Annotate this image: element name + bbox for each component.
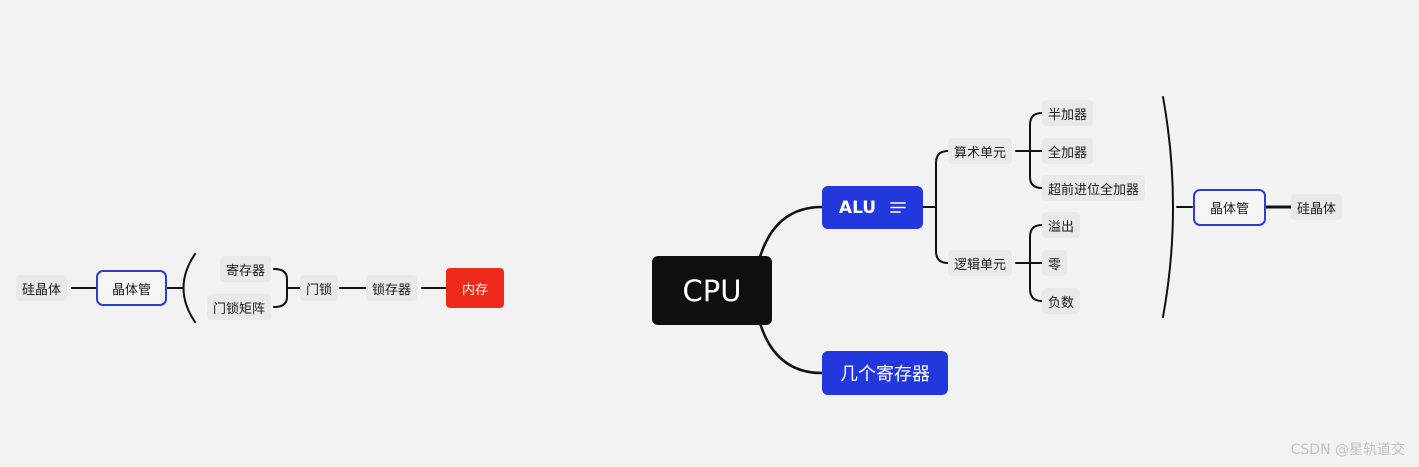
silicon-node-right[interactable]: 硅晶体 [1291, 194, 1343, 220]
alu-label: ALU [838, 197, 877, 218]
alu-node[interactable]: ALU [822, 186, 923, 229]
registers-node[interactable]: 几个寄存器 [822, 351, 948, 395]
memory-node[interactable]: 内存 [446, 268, 504, 308]
gate-latch-node[interactable]: 门锁 [300, 275, 339, 301]
negative-node[interactable]: 负数 [1042, 288, 1081, 314]
transistor-node-right[interactable]: 晶体管 [1193, 189, 1266, 226]
root-node-cpu[interactable]: CPU [652, 256, 772, 325]
silicon-node-left[interactable]: 硅晶体 [16, 275, 68, 301]
latch-register-node[interactable]: 锁存器 [366, 275, 418, 301]
carry-lookahead-adder-node[interactable]: 超前进位全加器 [1042, 175, 1146, 201]
full-adder-node[interactable]: 全加器 [1042, 138, 1094, 164]
overflow-node[interactable]: 溢出 [1042, 212, 1081, 238]
transistor-node-left[interactable]: 晶体管 [96, 270, 167, 306]
zero-node[interactable]: 零 [1042, 250, 1068, 276]
register-node[interactable]: 寄存器 [220, 256, 272, 282]
watermark: CSDN @星轨道交 [1290, 442, 1405, 458]
half-adder-node[interactable]: 半加器 [1042, 100, 1094, 126]
notes-icon [890, 202, 906, 213]
latch-matrix-node[interactable]: 门锁矩阵 [207, 294, 272, 320]
logic-unit-node[interactable]: 逻辑单元 [948, 250, 1013, 276]
arith-unit-node[interactable]: 算术单元 [948, 138, 1013, 164]
